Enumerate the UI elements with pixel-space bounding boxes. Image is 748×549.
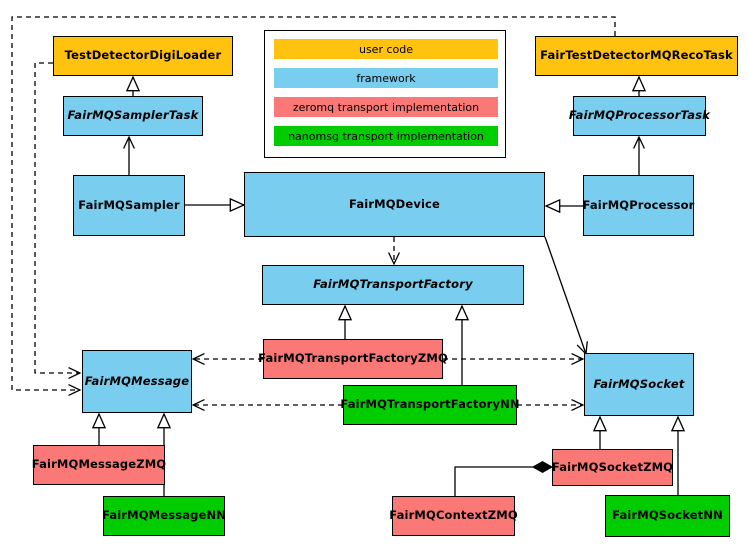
class-box-fairmqsamplertask[interactable]: FairMQSamplerTask — [63, 96, 203, 136]
legend-label: zeromq transport implementation — [292, 100, 480, 114]
class-label: FairMQSamplerTask — [67, 108, 199, 123]
legend-item-framework: framework — [274, 68, 498, 88]
class-label: FairMQSocketZMQ — [551, 459, 674, 474]
class-box-fairtestdetectormqrecotask[interactable]: FairTestDetectorMQRecoTask — [535, 36, 738, 76]
class-label: TestDetectorDigiLoader — [64, 48, 222, 63]
edge-contextzmq-to-socketzmq — [454, 467, 552, 496]
legend-item-nanomsg: nanomsg transport implementation — [274, 126, 498, 146]
class-label: FairMQProcessor — [582, 197, 695, 212]
edge-device-to-socket — [544, 236, 588, 356]
class-box-fairmqsocket[interactable]: FairMQSocket — [584, 353, 694, 416]
class-box-fairmqtransportfactorynn[interactable]: FairMQTransportFactoryNN — [340, 385, 520, 425]
class-label: FairMQSampler — [78, 197, 180, 212]
legend-label: nanomsg transport implementation — [288, 129, 484, 143]
class-label: FairMQTransportFactoryNN — [340, 397, 520, 412]
class-label: FairMQMessageNN — [102, 508, 226, 523]
legend-panel: user code framework zeromq transport imp… — [264, 30, 506, 158]
class-box-fairmqdevice[interactable]: FairMQDevice — [244, 172, 545, 237]
legend-label: framework — [356, 71, 416, 85]
class-label: FairMQTransportFactory — [313, 277, 473, 292]
class-box-fairmqsampler[interactable]: FairMQSampler — [73, 175, 185, 236]
class-box-fairmqprocessortask[interactable]: FairMQProcessorTask — [569, 96, 710, 136]
class-box-testdetectordigiloader[interactable]: TestDetectorDigiLoader — [53, 36, 233, 76]
class-box-fairmqmessage[interactable]: FairMQMessage — [82, 350, 192, 413]
legend-item-zeromq: zeromq transport implementation — [274, 97, 498, 117]
class-label: FairMQSocketNN — [612, 508, 723, 523]
class-label: FairTestDetectorMQRecoTask — [540, 48, 733, 63]
legend-item-user-code: user code — [274, 39, 498, 59]
class-label: FairMQContextZMQ — [389, 508, 518, 523]
legend-label: user code — [358, 42, 414, 56]
class-box-fairmqtransportfactoryzmq[interactable]: FairMQTransportFactoryZMQ — [258, 339, 448, 379]
class-label: FairMQSocket — [593, 376, 685, 391]
class-box-fairmqsocketzmq[interactable]: FairMQSocketZMQ — [552, 449, 673, 486]
class-box-fairmqsocketnn[interactable]: FairMQSocketNN — [605, 495, 730, 537]
class-label: FairMQDevice — [349, 196, 440, 211]
class-box-fairmqcontextzmq[interactable]: FairMQContextZMQ — [389, 496, 518, 536]
class-box-fairmqtransportfactory[interactable]: FairMQTransportFactory — [262, 265, 524, 305]
class-label: FairMQMessageZMQ — [31, 457, 167, 472]
class-label: FairMQMessage — [84, 373, 190, 388]
class-box-fairmqmessagezmq[interactable]: FairMQMessageZMQ — [31, 445, 167, 485]
class-label: FairMQTransportFactoryZMQ — [258, 351, 448, 366]
class-box-fairmqprocessor[interactable]: FairMQProcessor — [583, 175, 694, 236]
class-label: FairMQProcessorTask — [568, 108, 711, 123]
class-box-fairmqmessagenn[interactable]: FairMQMessageNN — [102, 496, 226, 536]
